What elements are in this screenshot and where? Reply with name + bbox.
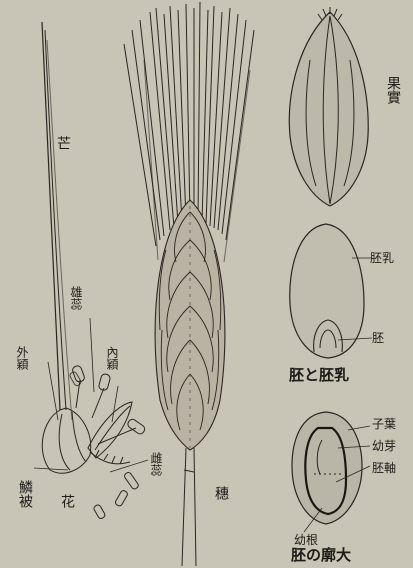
label-lodicule: 鱗被 [18, 480, 32, 508]
label-hypocotyl: 胚軸 [372, 462, 396, 474]
caption-embryo-endosperm: 胚と胚乳 [289, 368, 349, 383]
label-awn: 芒 [56, 136, 70, 150]
label-inner-glume: 內穎 [106, 346, 118, 370]
label-ear: 穗 [214, 486, 228, 500]
label-cotyledon: 子葉 [372, 418, 396, 430]
caption-embryo-enlarged: 胚の廓大 [291, 548, 351, 563]
barley-ear-drawing [124, 2, 254, 566]
label-pistil: 雌蕊 [150, 452, 162, 476]
label-endosperm: 胚乳 [370, 252, 394, 264]
label-radicle: 幼根 [294, 534, 318, 546]
label-flower: 花 [60, 494, 74, 508]
label-stamen: 雄蕊 [70, 286, 82, 310]
fruit-drawing [289, 7, 368, 206]
label-fruit: 果實 [386, 76, 400, 104]
embryo-enlarged-drawing [292, 412, 370, 532]
label-outer-glume: 外穎 [16, 346, 28, 370]
label-embryo: 胚 [372, 332, 384, 344]
flower-drawing [34, 22, 148, 520]
label-plumule: 幼芽 [372, 440, 396, 452]
endosperm-drawing [290, 224, 372, 358]
